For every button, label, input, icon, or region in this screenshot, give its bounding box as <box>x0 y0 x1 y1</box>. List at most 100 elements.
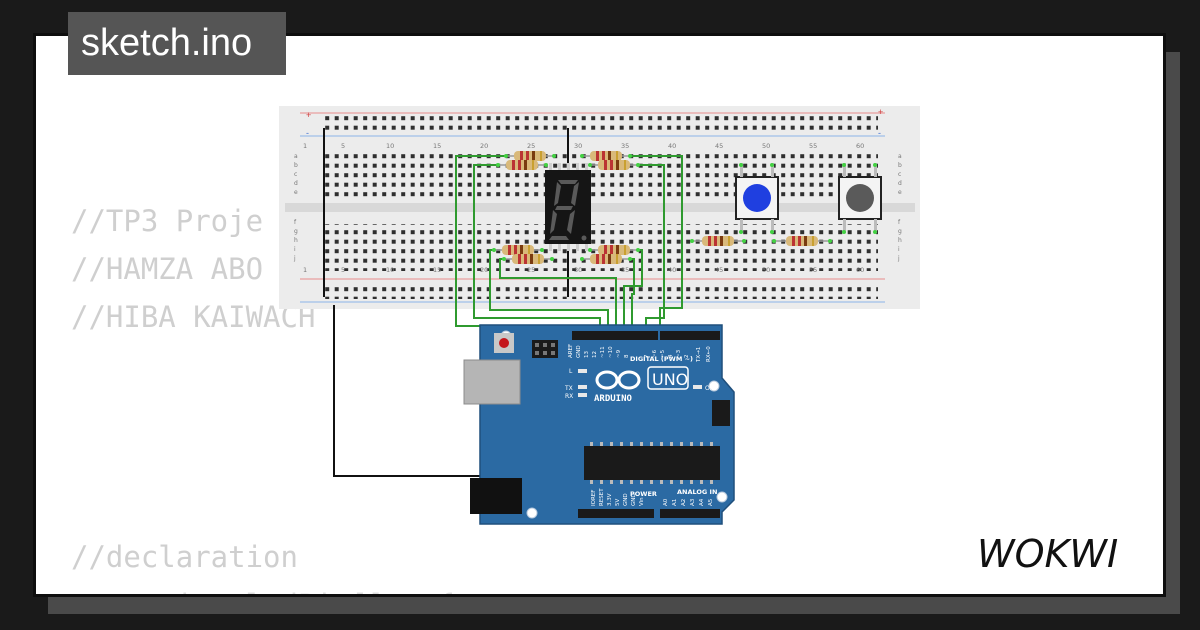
top-pin-label: 2 <box>684 355 690 359</box>
led-label: L <box>569 368 573 375</box>
atmega-chip <box>584 446 720 480</box>
analog-header <box>660 509 720 518</box>
icsp-header-side <box>712 400 730 426</box>
green-wire <box>489 249 609 332</box>
green-wire <box>638 164 665 332</box>
column-number: 25 <box>527 142 535 150</box>
column-number: 30 <box>574 266 582 274</box>
resistor <box>590 160 638 170</box>
power-pin-label: Vin <box>639 497 645 506</box>
rail-plus-label-left: + <box>306 110 311 120</box>
sketch-title-tab[interactable]: sketch.ino <box>68 12 286 75</box>
column-number: 15 <box>433 266 441 274</box>
digital-header-right <box>660 331 720 340</box>
row-letter: g <box>294 228 298 235</box>
analog-pin-label: A2 <box>681 499 687 506</box>
wokwi-logo[interactable]: WOKWI <box>975 525 1155 580</box>
analog-pin-label: A5 <box>708 498 714 506</box>
reset-button <box>499 338 509 348</box>
resistor <box>692 236 744 246</box>
seven-segment-display <box>545 163 591 251</box>
column-number: 60 <box>856 266 864 274</box>
resistor <box>504 254 552 264</box>
analog-pin-label: A0 <box>663 498 669 506</box>
power-jack <box>470 478 522 514</box>
led-label: ON <box>705 385 714 392</box>
digital-label: DIGITAL (PWM ~) <box>630 355 693 363</box>
green-wire <box>623 249 643 332</box>
power-header <box>578 509 654 518</box>
green-wire <box>630 258 635 332</box>
top-pin-label: 7 <box>644 354 650 358</box>
green-wire <box>630 155 683 332</box>
column-number: 25 <box>527 266 535 274</box>
top-pin-label: RX←0 <box>706 346 712 362</box>
resistor <box>582 151 630 161</box>
column-number: 35 <box>621 266 629 274</box>
row-letter: e <box>898 189 902 196</box>
column-number: 10 <box>386 266 394 274</box>
column-number: 15 <box>433 142 441 150</box>
power-label: POWER <box>630 490 657 498</box>
row-letter: j <box>293 255 296 262</box>
center-channel <box>285 203 915 212</box>
resistor <box>590 245 638 255</box>
row-letter: c <box>898 171 901 178</box>
led-label: TX <box>564 385 573 392</box>
analog-label: ANALOG IN <box>677 488 717 496</box>
top-pin-label: ~6 <box>652 349 658 358</box>
column-number: 45 <box>715 266 723 274</box>
resistor <box>494 245 542 255</box>
wokwi-logo-text: WOKWI <box>977 532 1118 576</box>
rail-minus-label-left: - <box>306 128 309 138</box>
led-label: RX <box>565 393 573 400</box>
row-letter: h <box>898 237 902 244</box>
column-number: 5 <box>341 266 345 274</box>
top-pin-label: ~9 <box>616 349 622 358</box>
power-pin-label: IOREF <box>591 490 597 506</box>
arduino-logo-text: ARDUINO <box>594 394 633 404</box>
row-letter: f <box>898 219 901 226</box>
row-letter: h <box>294 237 298 244</box>
blue-pushbutton[interactable] <box>735 163 779 233</box>
connection-dots <box>492 154 877 261</box>
top-pin-label: ~5 <box>660 349 666 358</box>
row-letter: i <box>898 246 900 253</box>
column-number: 50 <box>762 142 770 150</box>
column-number: 55 <box>809 142 817 150</box>
column-number: 55 <box>809 266 817 274</box>
green-wire <box>473 164 601 332</box>
column-number: 20 <box>480 142 488 150</box>
arduino-uno-board: UNO ARDUINO DIGITAL (PWM ~) POWER ANALOG… <box>463 324 735 525</box>
column-number: 20 <box>480 266 488 274</box>
gray-pushbutton[interactable] <box>838 163 882 233</box>
green-wire <box>499 258 617 332</box>
aref-pin-label: AREF <box>568 344 574 358</box>
column-number: 60 <box>856 142 864 150</box>
resistor <box>498 160 546 170</box>
resistor <box>582 254 630 264</box>
bottom-power-rail-holes <box>322 283 878 299</box>
top-pin-label: ~10 <box>608 346 614 358</box>
green-wires <box>455 155 683 332</box>
column-number: 5 <box>341 142 345 150</box>
code-line-1: //TP3 Proje <box>71 204 264 238</box>
power-pin-label: 3.3V <box>607 493 613 506</box>
row-letter: a <box>294 153 298 160</box>
column-number: 1 <box>303 142 307 150</box>
row-letter: f <box>294 219 297 226</box>
column-number: 35 <box>621 142 629 150</box>
rail-plus-label-right: + <box>878 107 883 117</box>
column-number: 30 <box>574 142 582 150</box>
column-number: 50 <box>762 266 770 274</box>
led-on <box>693 385 702 389</box>
row-letter: c <box>294 171 297 178</box>
top-power-rail-holes <box>322 116 878 132</box>
row-letter: g <box>898 228 902 235</box>
code-line-4: //declaration <box>71 540 298 574</box>
resistor <box>506 151 554 161</box>
power-pin-label: GND <box>623 493 629 506</box>
arduino-infinity-logo <box>595 370 641 390</box>
code-line-5: int ledPin[] = { <box>71 588 455 594</box>
